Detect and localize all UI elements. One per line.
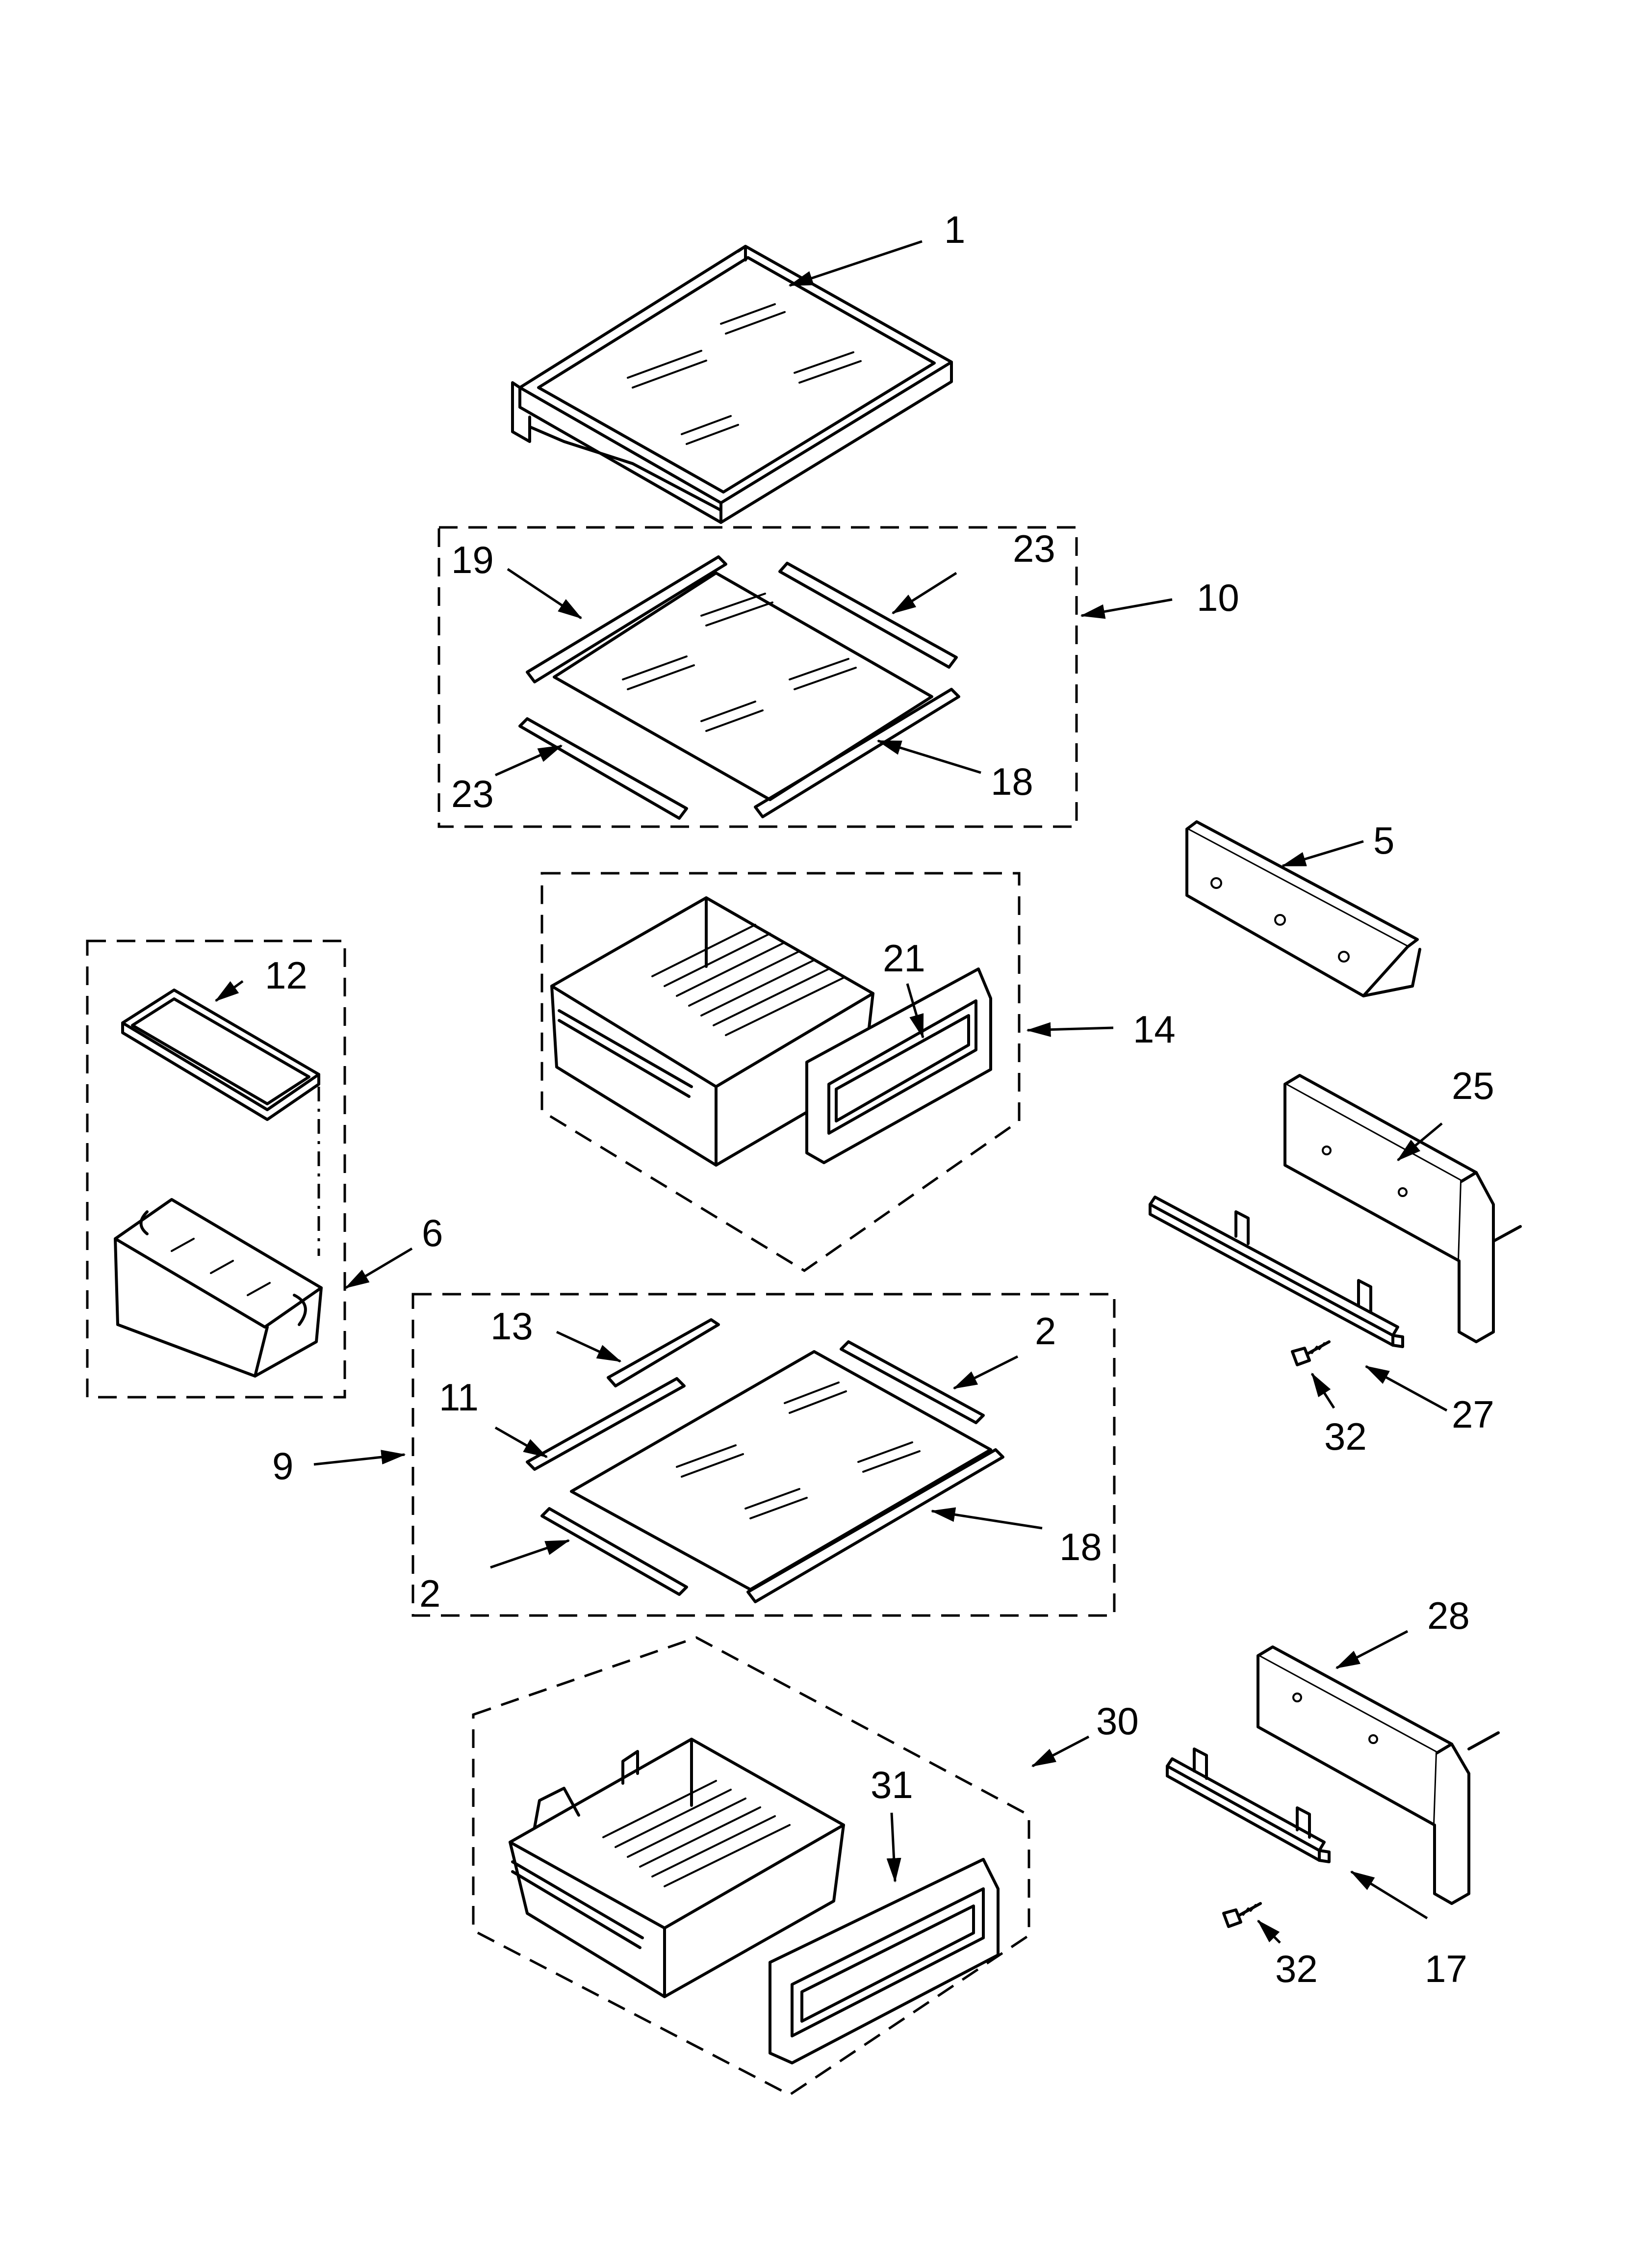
callout-5: 5 [1373,819,1394,862]
callout-23-upper: 23 [1013,527,1055,570]
lower-crisper-cover-frame [1166,1645,1500,1905]
callout-11: 11 [439,1376,479,1419]
callout-12: 12 [265,954,308,997]
glass-glare-marks [622,593,857,732]
callout-31: 31 [871,1763,913,1806]
glass-glare-marks [676,1382,921,1519]
callout-labels: 1 19 23 10 23 18 5 12 21 14 25 6 13 2 11… [265,208,1494,1990]
shelf-glass-kit [518,555,960,820]
crisper-glass-kit-boundary [411,1293,1116,1617]
callout-6: 6 [422,1211,443,1254]
lower-crisper-pan [509,1738,845,1998]
crisper-glass-kit [526,1318,1004,1603]
callout-32-lower: 32 [1275,1947,1318,1990]
crisper-pan [550,896,874,1167]
shelf-glass-kit-boundary [437,526,1078,828]
callout-2-lower: 2 [419,1572,440,1615]
storage-bin-kit-boundary [86,939,346,1399]
leader-lines [214,240,1448,1944]
crisper-ribs [651,924,845,1036]
callout-30: 30 [1096,1699,1139,1743]
glass-shelf-assembly [511,245,953,524]
lower-crisper-ribs [602,1780,791,1887]
lower-crisper-front-cover [769,1858,1000,2064]
callout-32-upper: 32 [1324,1415,1367,1458]
crisper-pan-boundary [540,872,1021,1272]
lower-crisper-pan-boundary [472,1636,1030,2096]
screw-32-lower [1222,1902,1262,1928]
callout-17: 17 [1425,1947,1467,1990]
callout-27: 27 [1452,1393,1494,1436]
callout-9: 9 [272,1444,293,1487]
storage-bin [114,1198,323,1378]
callout-13: 13 [490,1304,533,1348]
callout-21: 21 [883,937,925,980]
crisper-cover-frame [1149,1074,1522,1348]
crisper-front-cover [805,967,992,1164]
crisper-rail [1185,820,1421,997]
screw-32-upper [1291,1340,1331,1366]
callout-18-lower: 18 [1059,1525,1102,1568]
callout-1: 1 [944,208,965,251]
storage-bin-lid [121,989,320,1121]
callout-28: 28 [1427,1594,1470,1637]
callout-18-upper: 18 [991,760,1033,803]
callout-19: 19 [451,538,494,581]
callout-23-lower: 23 [451,772,494,815]
glass-glare-marks [627,303,862,445]
callout-10: 10 [1197,576,1239,619]
callout-2-upper: 2 [1035,1309,1056,1353]
callout-25: 25 [1452,1064,1494,1107]
callout-14: 14 [1133,1008,1176,1051]
